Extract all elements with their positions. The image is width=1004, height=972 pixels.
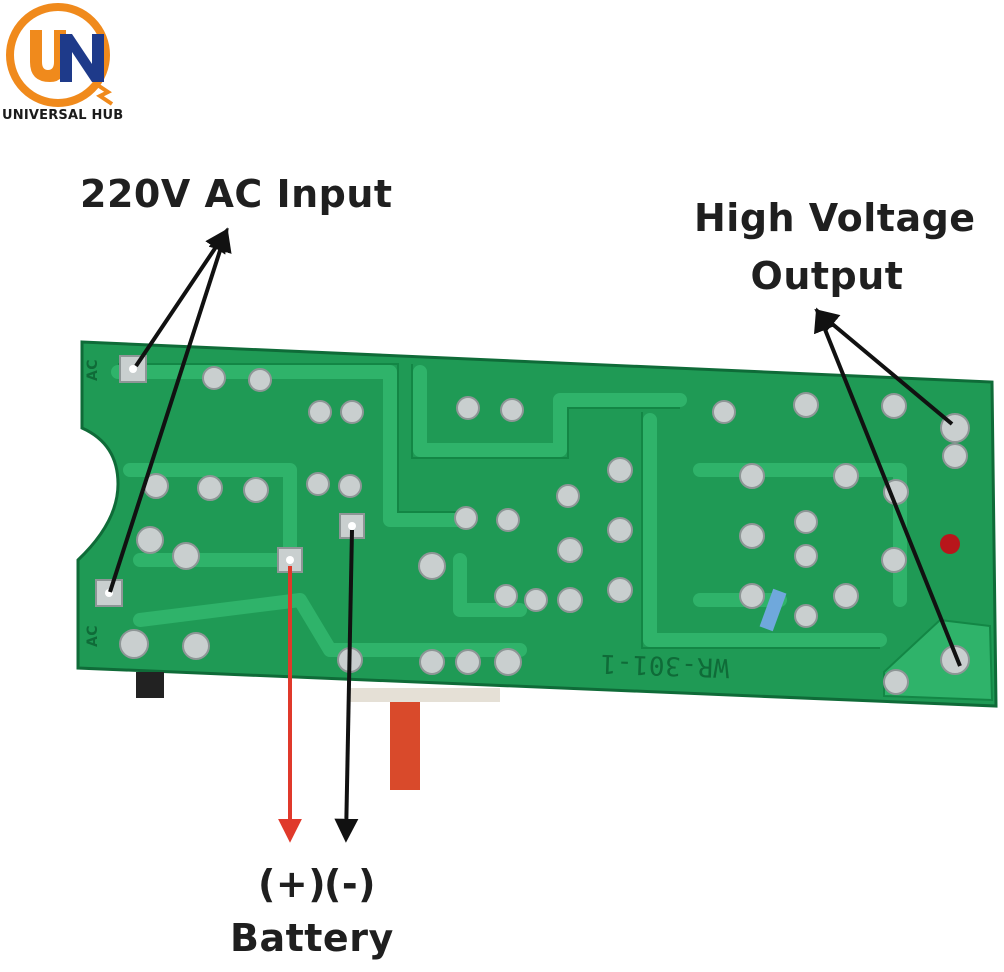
pcb-board [76,340,998,708]
white-connector [350,688,500,702]
logo-plug-icon [94,82,114,106]
ac-input-arrow-bottom [108,227,232,593]
silkscreen-model: WR-301-1 [599,647,730,683]
battery-label: Battery [230,916,394,960]
battery-plus-label: (+) [258,862,327,906]
hv-output-arrow-top [814,308,954,426]
universal-hub-logo [6,3,114,107]
blue-component [759,588,787,632]
battery-minus-label: (-) [324,862,377,906]
logo-letter-n [60,34,104,82]
red-wire-stub [390,700,420,790]
hv-output-label-line2: Output [750,254,904,298]
logo-text: UNIVERSAL HUB [2,108,124,123]
hv-output-label-line1: High Voltage [694,196,976,240]
logo-ring [6,3,110,107]
pcb-hv-pad [883,618,994,702]
pad-centers [105,365,356,597]
hv-output-arrow-bottom [814,307,962,667]
silkscreen-ac-bottom: AC [85,624,102,648]
logo-letter-u [30,30,66,82]
black-component [136,672,164,698]
pcb-red-dot [940,534,960,554]
ac-input-label: 220V AC Input [80,172,393,216]
battery-negative-arrow [334,529,359,843]
pcb-trace-outlines [118,363,880,649]
solder-joints [119,366,970,695]
ac-input-arrow-top [134,228,229,368]
silkscreen-ac-top: AC [85,358,102,382]
